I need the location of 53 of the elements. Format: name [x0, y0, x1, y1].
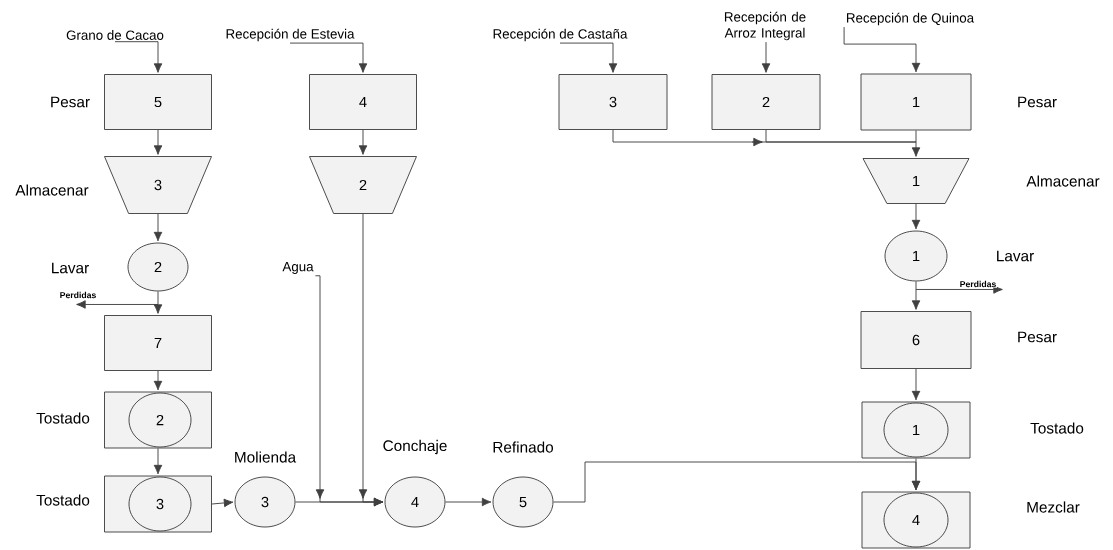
input-label: Grano de Cacao: [66, 30, 164, 40]
step-label: Lavar: [997, 250, 1034, 262]
step-label: Tostado: [36, 494, 90, 506]
arrow: [358, 129, 368, 155]
arrow: [153, 291, 163, 314]
arrow: [153, 129, 163, 155]
arrow: [559, 42, 618, 73]
step-label: Molienda: [235, 451, 297, 463]
arrow: [911, 368, 921, 401]
step-label: Mezclar: [1027, 501, 1080, 513]
process-box: 5: [104, 74, 212, 130]
process-box: 3: [558, 74, 668, 130]
process-box: 7: [104, 315, 212, 371]
step-label: Lavar: [52, 262, 89, 274]
step-label: Pesar: [51, 96, 90, 108]
arrow: [358, 213, 384, 507]
process-box: 2: [711, 74, 821, 130]
arrow: [114, 41, 163, 73]
arrow: [153, 213, 163, 242]
input-label: Recepción de Quinoa: [847, 12, 975, 26]
arrow: [445, 497, 492, 507]
arrow: [911, 203, 921, 230]
arrow: [761, 41, 771, 73]
process-box: 6: [860, 311, 972, 369]
storage-trapezoid: 1: [862, 158, 970, 204]
step-label: Pesar: [1018, 96, 1057, 108]
arrow: [211, 498, 234, 508]
input-label: Recepción de Estevia: [226, 28, 355, 42]
step-label: Tostado: [36, 412, 90, 424]
step-label: Pesar: [1018, 331, 1057, 343]
storage-trapezoid: 3: [104, 156, 212, 214]
input-label: Agua: [282, 262, 314, 274]
arrow: [911, 281, 921, 310]
arrow: [993, 285, 1003, 294]
arrow: [911, 458, 921, 491]
input-label: Recepción de Arroz Integral: [724, 11, 806, 41]
edge-label: Perdidas: [59, 291, 97, 299]
step-label: Conchaje: [383, 439, 447, 455]
edge-label: Perdidas: [959, 280, 997, 288]
storage-trapezoid: 2: [309, 156, 417, 214]
step-label: Tostado: [1030, 422, 1084, 434]
step-label: Almacenar: [1026, 175, 1100, 187]
arrow: [911, 130, 921, 157]
step-label: Refinado: [493, 441, 554, 453]
process-box: 4: [309, 74, 417, 130]
step-label: Almacenar: [15, 184, 89, 196]
arrow: [76, 300, 86, 309]
arrow: [153, 370, 163, 391]
input-label: Recepción de Castaña: [493, 28, 628, 42]
arrow: [843, 26, 921, 73]
process-box: 1: [860, 73, 972, 131]
arrow: [153, 448, 163, 475]
arrow: [289, 42, 368, 73]
